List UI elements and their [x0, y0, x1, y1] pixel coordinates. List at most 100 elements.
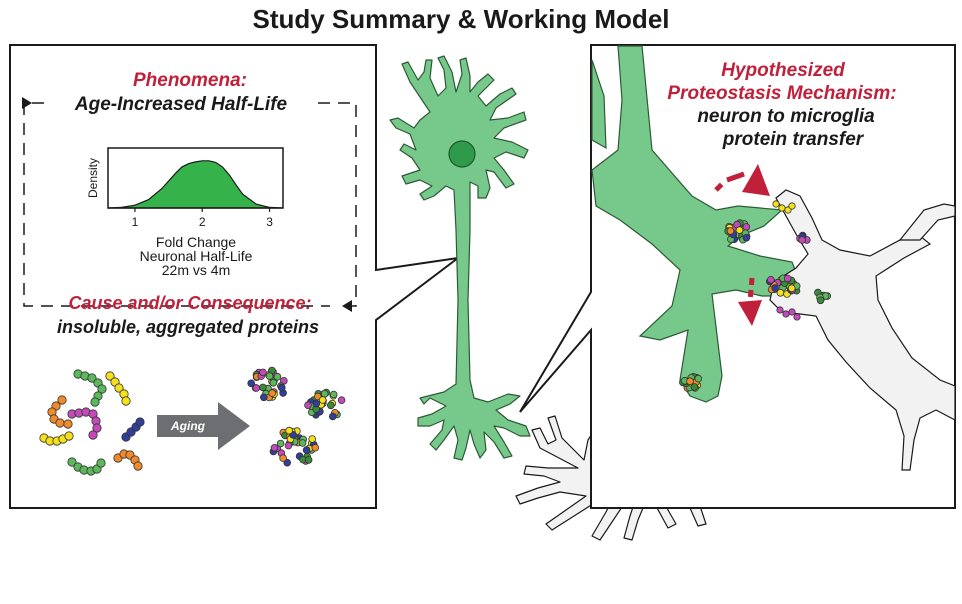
- aggregate-bead: [247, 379, 256, 388]
- aggregate-bead: [312, 399, 321, 408]
- cycle-arrowhead-top: [22, 97, 32, 109]
- aggregate-bead: [265, 372, 274, 380]
- protein-bead: [55, 418, 65, 428]
- aggregate-bead: [778, 204, 786, 212]
- protein-bead: [121, 396, 131, 406]
- aggregate-bead: [328, 412, 337, 421]
- protein-bead: [92, 423, 102, 433]
- aggregate-bead: [788, 202, 796, 210]
- aggregate-bead: [766, 275, 775, 284]
- aggregate-bead: [686, 377, 694, 386]
- mechanism-heading-line2: Proteostasis Mechanism:: [667, 83, 896, 104]
- aggregate-bead: [788, 308, 796, 316]
- cause-text: insoluble, aggregated proteins: [57, 317, 319, 337]
- aggregate-bead: [285, 426, 293, 435]
- protein-bead: [114, 383, 124, 393]
- mechanism-heading-line1: Hypothesized: [721, 60, 845, 81]
- aggregate-bead: [311, 443, 320, 452]
- aggregate-bead: [298, 439, 307, 447]
- protein-bead: [96, 458, 106, 468]
- cycle-arrowhead-bottom: [342, 300, 352, 312]
- aggregate-bead: [259, 393, 268, 402]
- aggregate-bead: [776, 306, 784, 314]
- mechanism-text-line2: protein transfer: [722, 129, 865, 150]
- aging-label: Aging: [170, 419, 206, 433]
- neuron-nucleus: [448, 140, 476, 168]
- aggregate-bead: [273, 372, 282, 381]
- aggregated-protein-clusters: [247, 366, 346, 467]
- x-axis-label-line3: 22m vs 4m: [162, 262, 230, 278]
- protein-bead: [97, 384, 107, 394]
- transfer-dash-upper-2: [726, 171, 745, 183]
- density-curve-area: [107, 160, 284, 209]
- aggregate-bead: [816, 296, 825, 305]
- zoomed-microglia-branch: [898, 203, 956, 241]
- aggregate-bead: [277, 383, 286, 392]
- protein-bead: [88, 430, 98, 440]
- aggregate-bead: [308, 435, 317, 443]
- aggregate-bead: [320, 389, 329, 398]
- aggregate-bead: [304, 456, 313, 464]
- cause-heading: Cause and/or Consequence:: [68, 293, 311, 313]
- aggregate-bead: [735, 226, 744, 234]
- aggregate-bead: [337, 396, 346, 405]
- protein-bead: [64, 431, 74, 441]
- density-y-axis-label: Density: [86, 158, 100, 198]
- protein-bead: [135, 417, 145, 427]
- protein-bead: [90, 397, 100, 407]
- protein-bead: [133, 461, 143, 471]
- protein-bead: [63, 419, 73, 429]
- transfer-dash-lower: [747, 277, 755, 303]
- protein-bead: [67, 457, 77, 467]
- density-chart-axes: [107, 147, 284, 209]
- aggregate-bead: [270, 443, 279, 452]
- phenomena-heading: Phenomena:: [133, 70, 247, 91]
- aggregate-bead: [742, 223, 751, 231]
- soluble-protein-chains: [39, 369, 145, 476]
- aggregate-bead: [793, 313, 801, 321]
- aggregate-bead: [742, 234, 751, 242]
- aggregate-bead: [690, 383, 699, 391]
- phenomena-text: Age-Increased Half-Life: [74, 94, 288, 115]
- aggregate-bead: [771, 284, 779, 292]
- aggregate-bead: [269, 378, 278, 387]
- zoomed-neuron-branch: [591, 59, 607, 150]
- neuron-cell: [389, 55, 531, 461]
- transfer-arrowhead-lower: [738, 300, 762, 326]
- aggregate-bead: [329, 390, 338, 399]
- x-axis-label-line1: Fold Change: [156, 234, 236, 250]
- protein-bead: [87, 373, 97, 383]
- x-tick-label: 3: [266, 215, 273, 229]
- transferred-protein-aggregates: [679, 200, 831, 392]
- aggregate-bead: [772, 200, 780, 208]
- aggregate-bead: [694, 374, 703, 383]
- protein-bead: [57, 395, 67, 405]
- zoomed-neuron-dendrite: [591, 45, 801, 403]
- aggregate-bead: [304, 401, 312, 410]
- protein-bead: [105, 371, 115, 381]
- aggregate-bead: [276, 439, 285, 448]
- aggregate-bead: [326, 401, 335, 410]
- aggregate-bead: [726, 227, 735, 235]
- transfer-dash-upper: [714, 180, 726, 192]
- x-axis-label-line2: Neuronal Half-Life: [140, 248, 253, 264]
- x-tick-label: 2: [199, 215, 206, 229]
- aggregate-bead: [318, 396, 327, 404]
- aggregate-bead: [782, 310, 790, 318]
- transfer-arrowhead-upper: [742, 164, 770, 196]
- aggregate-bead: [259, 383, 267, 392]
- aggregate-bead: [259, 368, 267, 377]
- aggregate-bead: [279, 454, 287, 462]
- right-panel: Hypothesized Proteostasis Mechanism: neu…: [519, 44, 956, 509]
- aggregate-bead: [783, 274, 792, 283]
- aggregate-bead: [798, 236, 806, 244]
- aging-arrow: [157, 402, 250, 450]
- dashed-cycle-bracket-left: [23, 102, 330, 307]
- aggregate-bead: [787, 284, 796, 293]
- figure-title: Study Summary & Working Model: [252, 4, 669, 34]
- aggregate-bead: [302, 446, 311, 454]
- aggregate-bead: [268, 389, 277, 397]
